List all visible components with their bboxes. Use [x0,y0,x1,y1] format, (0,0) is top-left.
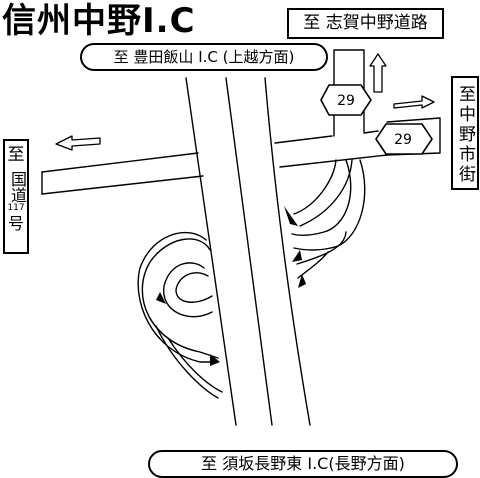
loop-tail [155,325,223,399]
highway-west-edge [185,77,237,426]
sign-national-route-117: 至 国道 117 号 [3,139,29,254]
sign-route-to: 至 [7,145,25,165]
highway-east-edge [264,77,311,426]
ramp-ne-slip-outer [299,159,353,227]
ramp-se-outer [296,231,347,265]
arrow-north-icon [369,53,387,93]
arrow-ramp-2-icon [292,250,302,262]
sign-route-number: 117 [7,203,25,213]
loop-inner [163,262,213,318]
cross-road-south-edge-east [279,154,388,168]
highway-median [225,77,273,426]
cross-road-north-edge-west [41,152,199,173]
ramp-se-inner [297,251,329,279]
map-title: 信州中野I.C [2,1,196,41]
arrow-loop-1-icon [156,292,166,304]
arrow-loop-2-icon [210,354,220,366]
arrow-east-icon [393,95,435,109]
route-29-label-east: 29 [394,132,412,148]
sign-route-suffix: 号 [7,214,24,233]
route-29-shield-east: 29 [375,123,433,155]
cross-road-south-edge-west [41,175,204,195]
arrow-west-icon [55,135,101,151]
arrow-ramp-3-icon [298,274,306,288]
sign-nakano-city: 至中野市街 [451,76,479,190]
ramp-ne-inner [291,159,352,237]
ramp-ne-slip-inner [293,159,337,215]
ramp-ne-outer [293,159,366,251]
loop-outer [141,238,219,359]
loop-inner-2 [175,272,213,303]
sign-suzaka-nagano-higashi-ic: 至 須坂長野東 I.C(長野方面) [148,450,458,478]
sign-route-word: 国道 [8,171,27,203]
route-29-shield-north: 29 [320,84,372,116]
loop-outer-2 [137,231,219,363]
sign-toyoda-iiyama-ic: 至 豊田飯山 I.C (上越方面) [80,43,328,71]
sign-north-shiga-nakano-road: 至 志賀中野道路 [287,8,444,39]
cross-road-north-edge-east [274,130,379,144]
arrow-ramp-1-icon [284,206,298,226]
route-29-label-north: 29 [337,93,355,109]
